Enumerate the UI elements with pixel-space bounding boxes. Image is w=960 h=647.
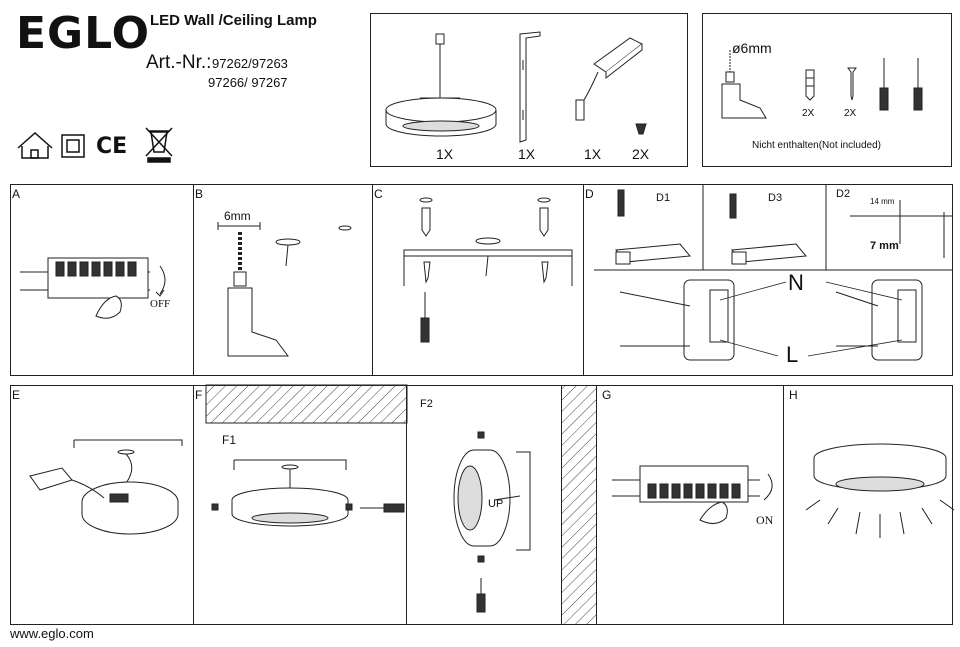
- step-a-off-label: OFF: [150, 298, 171, 310]
- step-g-panel: [596, 385, 784, 625]
- led-driver-icon: [575, 37, 643, 121]
- step-h-letter: H: [789, 388, 798, 402]
- step-g-on-label: ON: [756, 513, 774, 527]
- qty-bracket: 1X: [518, 146, 536, 162]
- lamp-ceiling-screw-icon: [211, 459, 405, 527]
- step-h-panel: [783, 385, 953, 625]
- screw-icon: [635, 123, 647, 135]
- protection-class-icon: [61, 134, 85, 158]
- breaker-off-icon: [20, 257, 166, 319]
- ce-mark: CE: [96, 134, 128, 159]
- wiring-icon: [594, 184, 952, 361]
- wall-hatch: [562, 386, 596, 624]
- step-d2-label: D2: [836, 188, 851, 200]
- step-d1-label: D1: [656, 192, 671, 204]
- cross-screwdriver-icon: [913, 58, 923, 111]
- drill-size-label: ø6mm: [732, 40, 772, 56]
- not-included-label: Nicht enthalten(Not included): [752, 140, 881, 151]
- step-e-letter: E: [12, 388, 21, 402]
- lamp-part-icon: [385, 33, 497, 137]
- step-f2-label: F2: [420, 398, 433, 410]
- qty-lamp: 1X: [436, 146, 454, 162]
- parts-panel: [370, 13, 688, 167]
- indoor-house-icon: [17, 131, 53, 159]
- step-d3-label: D3: [768, 192, 783, 204]
- lamp-lit-icon: [805, 443, 955, 538]
- up-label: UP: [488, 498, 504, 510]
- article-numbers-line2: 97266/ 97267: [208, 75, 288, 90]
- mounting-bracket-icon: [519, 31, 541, 143]
- qty-screws: 2X: [632, 146, 650, 162]
- step-b-panel: [193, 184, 373, 376]
- article-label: Art.-Nr.:: [146, 52, 212, 73]
- strip-length-14: 14 mm: [870, 197, 895, 206]
- step-d-letter: D: [585, 187, 594, 201]
- drill-hole-icon: [217, 222, 352, 357]
- wood-screw-icon: [847, 67, 857, 101]
- neutral-label: N: [788, 270, 804, 295]
- step-f1-label: F1: [222, 433, 237, 447]
- qty-wood-screws: 2X: [844, 108, 857, 119]
- article-numbers-line1: 97262/97263: [212, 56, 288, 71]
- wall-plug-icon: [805, 69, 815, 101]
- live-label: L: [786, 342, 799, 367]
- step-f-letter: F: [195, 388, 203, 402]
- bracket-mount-icon: [403, 197, 573, 343]
- breaker-on-icon: [612, 465, 773, 524]
- step-a-letter: A: [12, 187, 21, 201]
- step-b-letter: B: [195, 187, 204, 201]
- weee-bin-icon: [145, 127, 173, 163]
- qty-plugs: 2X: [802, 108, 815, 119]
- flat-screwdriver-icon: [879, 58, 889, 111]
- qty-driver: 1X: [584, 146, 602, 162]
- tools-panel: [702, 13, 952, 167]
- step-c-letter: C: [374, 187, 383, 201]
- step-b-hole-size: 6mm: [224, 209, 251, 223]
- drill-icon: [721, 50, 767, 119]
- strip-length-7: 7 mm: [870, 240, 899, 252]
- step-g-letter: G: [602, 388, 612, 402]
- ceiling-hatch: [205, 384, 408, 424]
- lamp-connect-icon: [29, 439, 183, 535]
- lamp-wall-icon: [453, 431, 531, 613]
- brand-logo: EGLO: [16, 8, 151, 59]
- product-title: LED Wall /Ceiling Lamp: [150, 12, 317, 29]
- website-url: www.eglo.com: [10, 626, 94, 641]
